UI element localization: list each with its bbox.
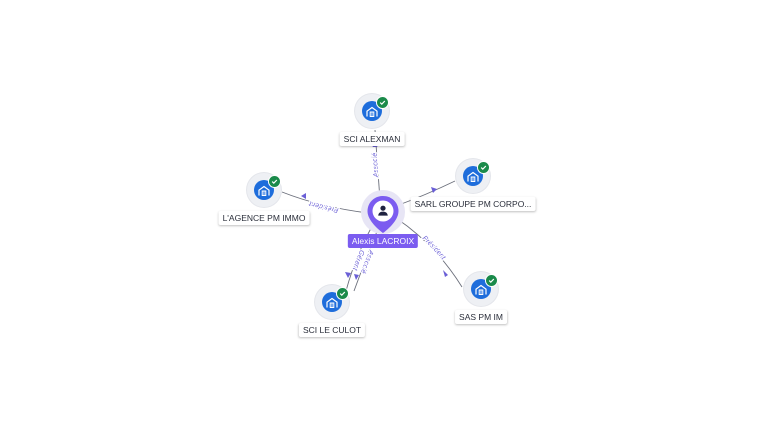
edge-arrow xyxy=(431,187,437,193)
edge-label-sas-pm-im: Président xyxy=(421,235,447,262)
check-icon xyxy=(376,96,389,109)
edge-arrow xyxy=(354,274,359,280)
edge-arrow xyxy=(345,272,351,278)
check-icon xyxy=(268,175,281,188)
person-icon xyxy=(367,196,399,233)
edge-sas-pm-im xyxy=(395,217,463,288)
edge-label-agence-pm-immo: Président xyxy=(308,199,340,213)
edge-agence-pm-immo xyxy=(281,191,369,214)
company-label: SCI LE CULOT xyxy=(298,323,366,337)
company-label: SARL GROUPE PM CORPO... xyxy=(410,197,536,211)
check-icon xyxy=(485,274,498,287)
check-icon xyxy=(336,287,349,300)
edge-arrow xyxy=(301,193,306,199)
check-icon xyxy=(477,161,490,174)
edge-label-sci-alexman: Associé xyxy=(372,152,381,178)
person-label: Alexis LACROIX xyxy=(347,234,419,248)
edge-arrow xyxy=(443,270,448,277)
company-label: SAS PM IM xyxy=(455,310,507,324)
company-label: SCI ALEXMAN xyxy=(339,132,405,146)
company-label: L'AGENCE PM IMMO xyxy=(218,211,310,225)
